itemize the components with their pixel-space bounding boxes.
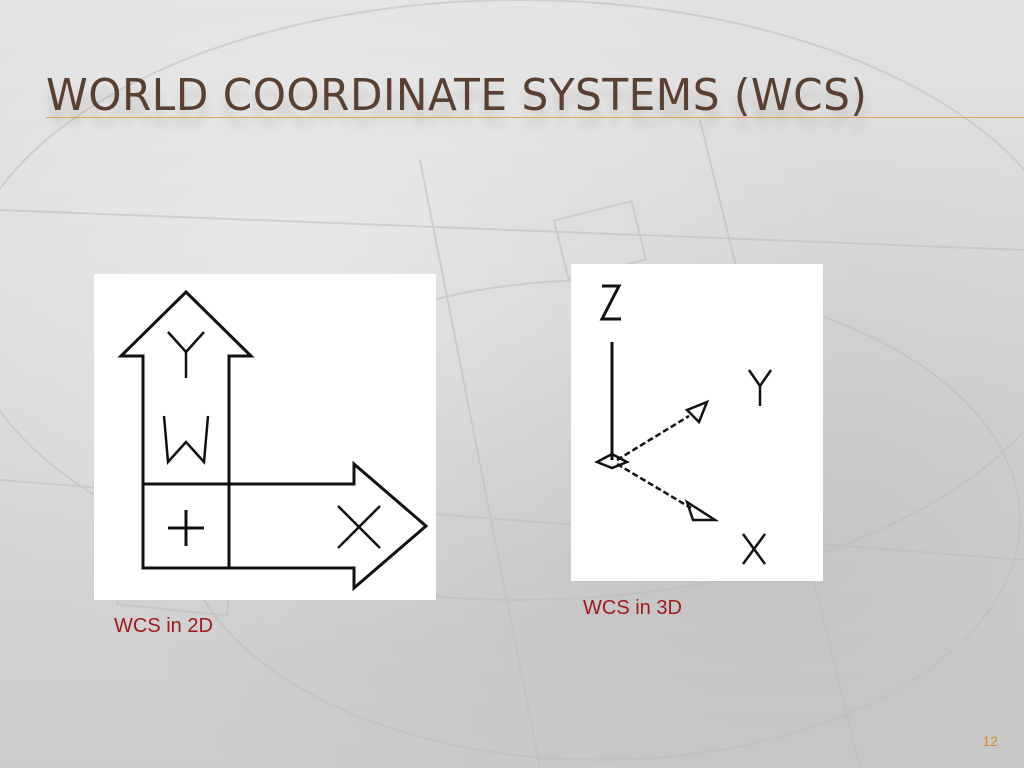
wcs-3d-caption: WCS in 3D [583,597,682,619]
wcs-2d-icon [117,289,429,592]
slide-title: WORLD COORDINATE SYSTEMS (WCS) [46,70,868,121]
wcs-3d-figure [571,264,823,581]
wcs-2d-caption: WCS in 2D [114,615,213,637]
wcs-2d-figure [94,274,436,600]
wcs-3d-icon [594,284,773,565]
title-underline [46,117,1024,118]
page-number: 12 [982,733,998,749]
